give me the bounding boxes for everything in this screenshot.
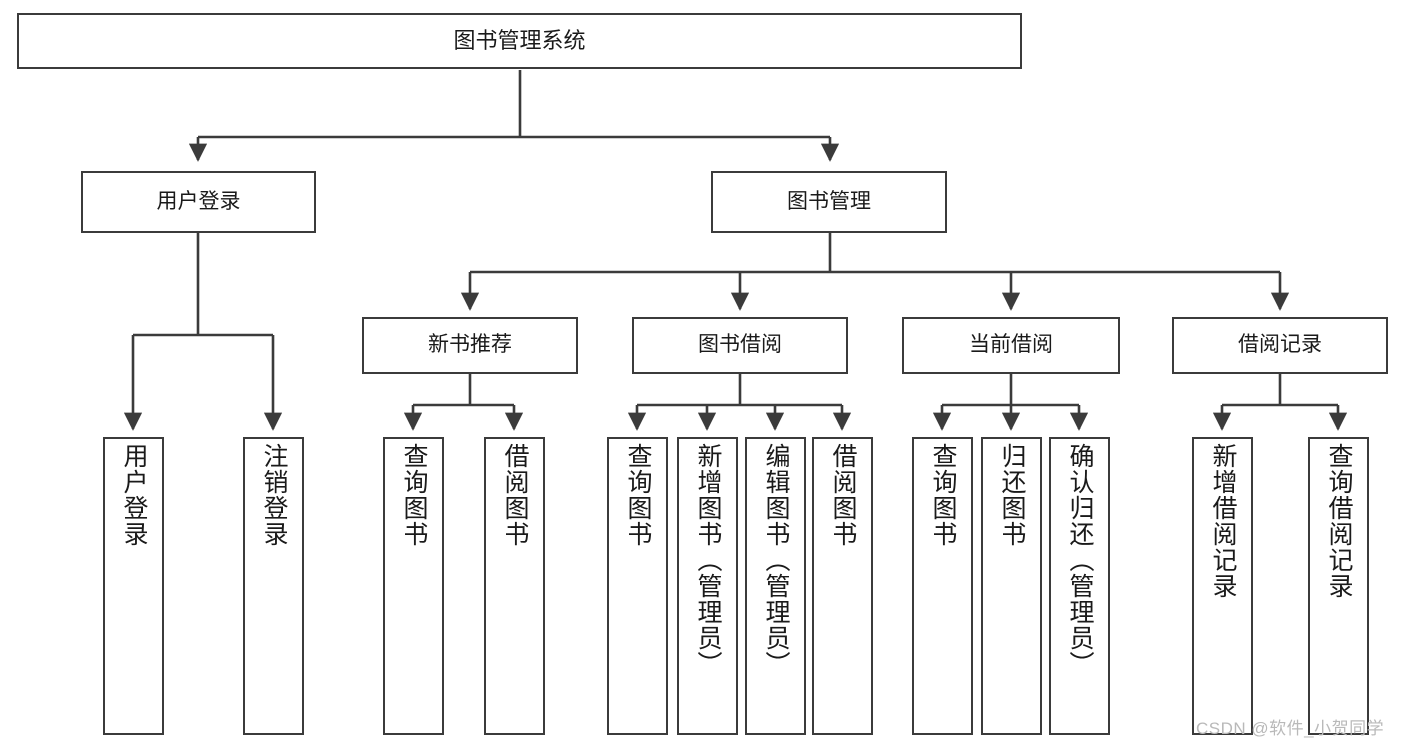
node-book-manage[interactable]: 图书管理: [711, 171, 947, 233]
leaf-return-book[interactable]: 归还图书: [981, 437, 1042, 735]
node-current-borrow[interactable]: 当前借阅: [902, 317, 1120, 374]
node-borrow-record-label: 借阅记录: [1238, 333, 1322, 357]
leaf-add-book-label: 新增图书（管理员）: [694, 443, 722, 677]
leaf-query-book-2-label: 查询图书: [624, 443, 652, 547]
leaf-borrow-book-2-label: 借阅图书: [829, 443, 857, 547]
leaf-user-login-label: 用户登录: [120, 443, 148, 547]
leaf-confirm-return-label: 确认归还（管理员）: [1066, 443, 1094, 677]
node-new-book-recommend-label: 新书推荐: [428, 333, 512, 357]
leaf-user-login[interactable]: 用户登录: [103, 437, 164, 735]
leaf-add-record-label: 新增借阅记录: [1209, 443, 1237, 599]
node-user-login[interactable]: 用户登录: [81, 171, 316, 233]
leaf-add-book[interactable]: 新增图书（管理员）: [677, 437, 738, 735]
node-book-borrow[interactable]: 图书借阅: [632, 317, 848, 374]
leaf-user-logout-label: 注销登录: [260, 443, 288, 547]
node-book-borrow-label: 图书借阅: [698, 333, 782, 357]
node-borrow-record[interactable]: 借阅记录: [1172, 317, 1388, 374]
leaf-borrow-book-2[interactable]: 借阅图书: [812, 437, 873, 735]
leaf-query-book-1[interactable]: 查询图书: [383, 437, 444, 735]
leaf-query-book-2[interactable]: 查询图书: [607, 437, 668, 735]
leaf-confirm-return[interactable]: 确认归还（管理员）: [1049, 437, 1110, 735]
node-new-book-recommend[interactable]: 新书推荐: [362, 317, 578, 374]
node-root-label: 图书管理系统: [453, 28, 586, 54]
leaf-edit-book[interactable]: 编辑图书（管理员）: [745, 437, 806, 735]
node-user-login-label: 用户登录: [156, 189, 241, 213]
leaf-user-logout[interactable]: 注销登录: [243, 437, 304, 735]
leaf-borrow-book-1-label: 借阅图书: [501, 443, 529, 547]
leaf-edit-book-label: 编辑图书（管理员）: [762, 443, 790, 677]
leaf-query-book-3[interactable]: 查询图书: [912, 437, 973, 735]
node-book-manage-label: 图书管理: [787, 189, 871, 213]
node-root[interactable]: 图书管理系统: [17, 13, 1022, 69]
leaf-query-book-1-label: 查询图书: [400, 443, 428, 547]
leaf-query-book-3-label: 查询图书: [929, 443, 957, 547]
leaf-return-book-label: 归还图书: [998, 443, 1026, 547]
leaf-add-record[interactable]: 新增借阅记录: [1192, 437, 1253, 735]
leaf-query-record[interactable]: 查询借阅记录: [1308, 437, 1369, 735]
leaf-query-record-label: 查询借阅记录: [1325, 443, 1353, 599]
node-current-borrow-label: 当前借阅: [969, 333, 1053, 357]
leaf-borrow-book-1[interactable]: 借阅图书: [484, 437, 545, 735]
